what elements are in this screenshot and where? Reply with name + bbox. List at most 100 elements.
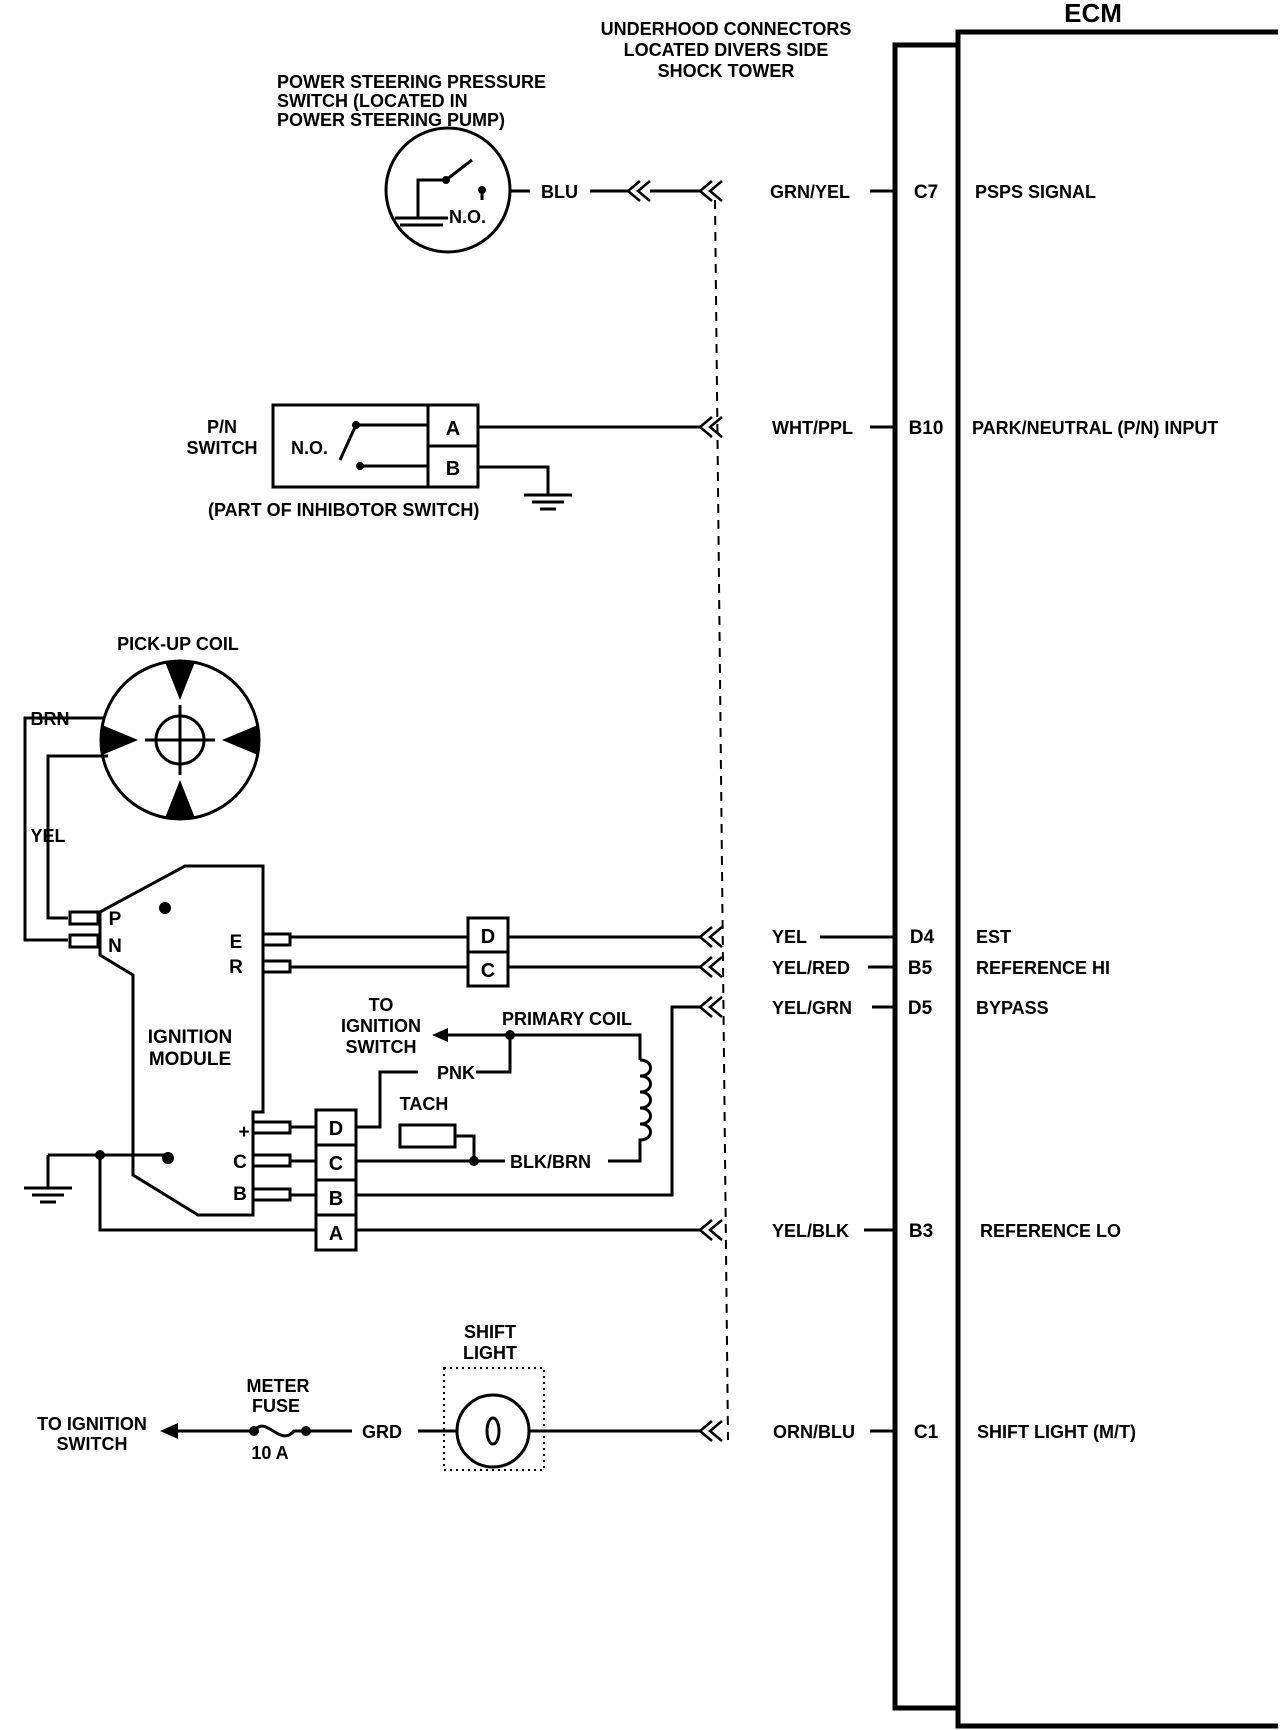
shift-pin: C1	[914, 1422, 939, 1443]
psps-pin-c7: C7	[914, 182, 938, 203]
bulb-filament	[485, 1416, 501, 1446]
module-mount-dot-top	[159, 902, 171, 914]
pickup-tooth-right	[222, 725, 258, 755]
pnk-wire-right	[476, 1035, 512, 1074]
shift-light-title-line2: LIGHT	[463, 1343, 517, 1363]
tach-label: TACH	[400, 1094, 449, 1114]
pn-switch: P/N SWITCH A B N.O. WHT/PPL B10 PARK/NEU…	[187, 403, 1218, 520]
grd-wire-label: GRD	[362, 1422, 402, 1442]
ecm-row-est: YEL D4 EST	[772, 927, 1011, 948]
module-pin-plus: +	[238, 1122, 249, 1143]
module-pin-n-terminal	[68, 933, 100, 949]
module-pin-p-terminal	[68, 910, 100, 926]
module-pin-n: N	[108, 936, 122, 957]
meter-fuse-rating: 10 A	[251, 1443, 288, 1463]
shift-light-bulb-icon	[455, 1393, 531, 1469]
pickup-title: PICK-UP COIL	[117, 634, 239, 654]
pickup-coil: PICK-UP COIL BRN YEL	[23, 634, 261, 942]
pn-pin-b10: B10	[909, 418, 944, 439]
pn-label-line1: P/N	[207, 417, 237, 437]
pn-contact-dot-1	[352, 421, 360, 429]
primary-coil-label: PRIMARY COIL	[502, 1009, 632, 1029]
ecm-outline	[892, 29, 1278, 1729]
pn-terminal-a: A	[446, 418, 460, 440]
module-pin-r-terminal	[261, 959, 292, 974]
pn-connector	[698, 415, 724, 439]
tach-lead	[455, 1134, 476, 1161]
pn-wire-b-ground	[478, 465, 550, 495]
bypass-pin: D5	[908, 998, 933, 1019]
psps-switch-circle	[384, 126, 512, 254]
module-pin-b: B	[233, 1184, 247, 1205]
bypass-signal-label: BYPASS	[976, 998, 1049, 1018]
refhi-underhood-connector	[698, 955, 724, 979]
psps-switch: POWER STEERING PRESSURE SWITCH (LOCATED …	[277, 72, 1096, 254]
meter-fuse-label-line1: METER	[247, 1376, 310, 1396]
ignition-module: P N E R IGNITION MODULE + C B	[68, 864, 292, 1217]
coil-to-ignition-line2: IGNITION	[341, 1016, 421, 1036]
coil-top-lead	[510, 1033, 642, 1060]
coil-to-ignition-line1: TO	[369, 995, 394, 1015]
reference-lo-circuit	[22, 1150, 724, 1242]
module-pin-e: E	[230, 932, 243, 953]
coil-connector-c: C	[329, 1153, 343, 1175]
est-pin: D4	[910, 927, 935, 948]
reflo-wire-left	[98, 1155, 316, 1232]
shift-signal-label: SHIFT LIGHT (M/T)	[977, 1422, 1136, 1442]
module-pin-p: P	[109, 909, 122, 930]
psps-wire-blu: BLU	[541, 182, 578, 202]
meter-fuse-label-line2: FUSE	[252, 1396, 300, 1416]
est-connector-c: C	[481, 960, 495, 982]
shift-light-title-line1: SHIFT	[464, 1322, 516, 1342]
ecm-row-refhi: YEL/RED B5 REFERENCE HI	[772, 958, 1110, 979]
refhi-pin: B5	[908, 958, 933, 979]
reflo-signal-label: REFERENCE LO	[980, 1221, 1121, 1241]
reflo-pin: B3	[909, 1221, 933, 1242]
shift-to-ignition-line2: SWITCH	[57, 1434, 128, 1454]
pickup-tooth-left	[102, 725, 138, 755]
est-wire-label: YEL	[772, 927, 807, 947]
psps-contact-dot	[442, 176, 450, 184]
ecm-title: ECM	[1064, 0, 1122, 28]
module-pin-c: C	[233, 1152, 247, 1173]
shift-to-ignition-line1: TO IGNITION	[37, 1414, 147, 1434]
shift-light-circuit: SHIFT LIGHT GRD METER FUSE 10 A TO IGNIT…	[37, 1322, 724, 1471]
pn-no-label: N.O.	[291, 438, 328, 458]
pn-switch-contact	[338, 423, 428, 468]
arrow-left-icon	[160, 1423, 178, 1439]
coil-connector-b: B	[329, 1188, 343, 1210]
pickup-wire-yel	[46, 754, 108, 920]
fuse-icon	[252, 1424, 306, 1438]
coil-to-ignition-line3: SWITCH	[346, 1037, 417, 1057]
psps-title-line1: POWER STEERING PRESSURE	[277, 72, 546, 92]
primary-coil-winding	[638, 1058, 652, 1160]
reflo-wire-label: YEL/BLK	[772, 1221, 849, 1241]
module-pin-b-terminal	[251, 1187, 292, 1202]
bypass-underhood-connector	[698, 995, 724, 1019]
pn-terminal-b: B	[446, 458, 460, 480]
underhood-caption-line1: UNDERHOOD CONNECTORS	[601, 19, 852, 39]
pn-wire-whtppl: WHT/PPL	[772, 418, 853, 438]
pickup-wire-brn-label: BRN	[31, 709, 70, 729]
est-connector-d: D	[481, 926, 495, 948]
underhood-connector-dashline	[714, 199, 729, 1441]
bypass-wire	[356, 1005, 700, 1197]
primary-coil-circuit: TO IGNITION SWITCH PRIMARY COIL PNK TACH…	[341, 995, 724, 1197]
pn-ground-icon	[522, 493, 574, 511]
pn-note: (PART OF INHIBOTOR SWITCH)	[208, 500, 479, 520]
refhi-wire-label: YEL/RED	[772, 958, 850, 978]
pnk-wire-label: PNK	[437, 1063, 475, 1083]
pickup-wire-yel-label: YEL	[30, 826, 65, 846]
module-label-line1: IGNITION	[148, 1027, 232, 1048]
pickup-tooth-top	[165, 662, 195, 700]
shift-wire-label: ORN/BLU	[773, 1422, 855, 1442]
pn-label-line2: SWITCH	[187, 438, 258, 458]
psps-connector-1	[626, 179, 652, 203]
arrow-left-icon	[432, 1028, 448, 1042]
module-pin-e-terminal	[261, 932, 292, 947]
pickup-wire-brn	[23, 716, 104, 942]
ecm-row-bypass: YEL/GRN D5 BYPASS	[772, 998, 1049, 1019]
module-pin-c-terminal	[251, 1153, 292, 1168]
psps-title-line3: POWER STEERING PUMP)	[277, 110, 505, 130]
shift-underhood-connector	[698, 1419, 724, 1443]
